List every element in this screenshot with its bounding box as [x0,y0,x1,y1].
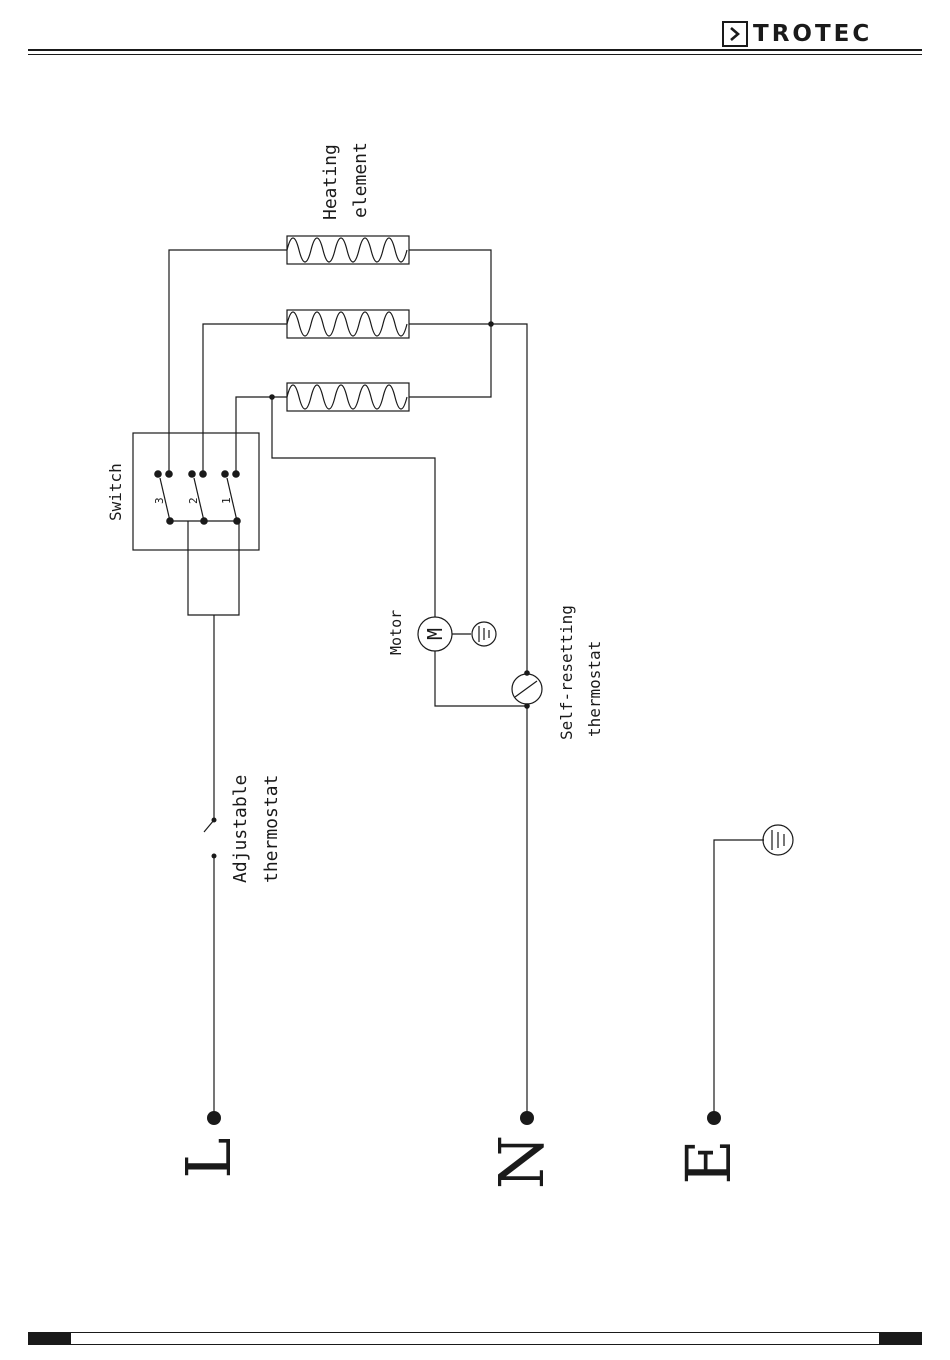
heating-label-2: element [350,142,371,218]
heating-element-top [287,236,409,264]
switch-label: Switch [106,463,125,521]
switch-position-2: 2 [187,497,200,504]
wire-motor-return [435,651,527,706]
terminal-E-dot [707,1111,721,1125]
terminal-L-dot [207,1111,221,1125]
wire-collector-to-N [409,324,527,1118]
self-resetting-label-1: Self-resetting [557,605,576,740]
switch-position-3: 3 [153,497,166,504]
terminal-L-label: L [172,1137,245,1178]
wire-motor-feed [272,397,435,617]
heating-label-1: Heating [320,144,341,220]
wire-switch-out [188,521,239,615]
heating-element-middle [287,310,409,338]
switch-position-1: 1 [220,497,233,504]
heating-element-bottom [287,383,409,411]
adjustable-label-1: Adjustable [230,775,251,883]
adjustable-label-2: thermostat [261,775,282,883]
page-footer-bar [28,1332,922,1345]
wire-switch2-to-middle [203,324,287,474]
wire-switch1-to-bottom [236,397,287,474]
wire-switch3-to-top [169,250,287,474]
motor-symbol: M [423,628,447,640]
terminal-E-label: E [672,1139,745,1184]
wire-earth [714,840,764,1118]
self-resetting-label-2: thermostat [585,641,604,737]
footer-left-block [29,1333,71,1344]
terminal-N-label: N [485,1135,558,1189]
motor-label: Motor [387,610,405,655]
switch-box [133,433,259,550]
footer-right-block [879,1333,921,1344]
terminal-N-dot [520,1111,534,1125]
